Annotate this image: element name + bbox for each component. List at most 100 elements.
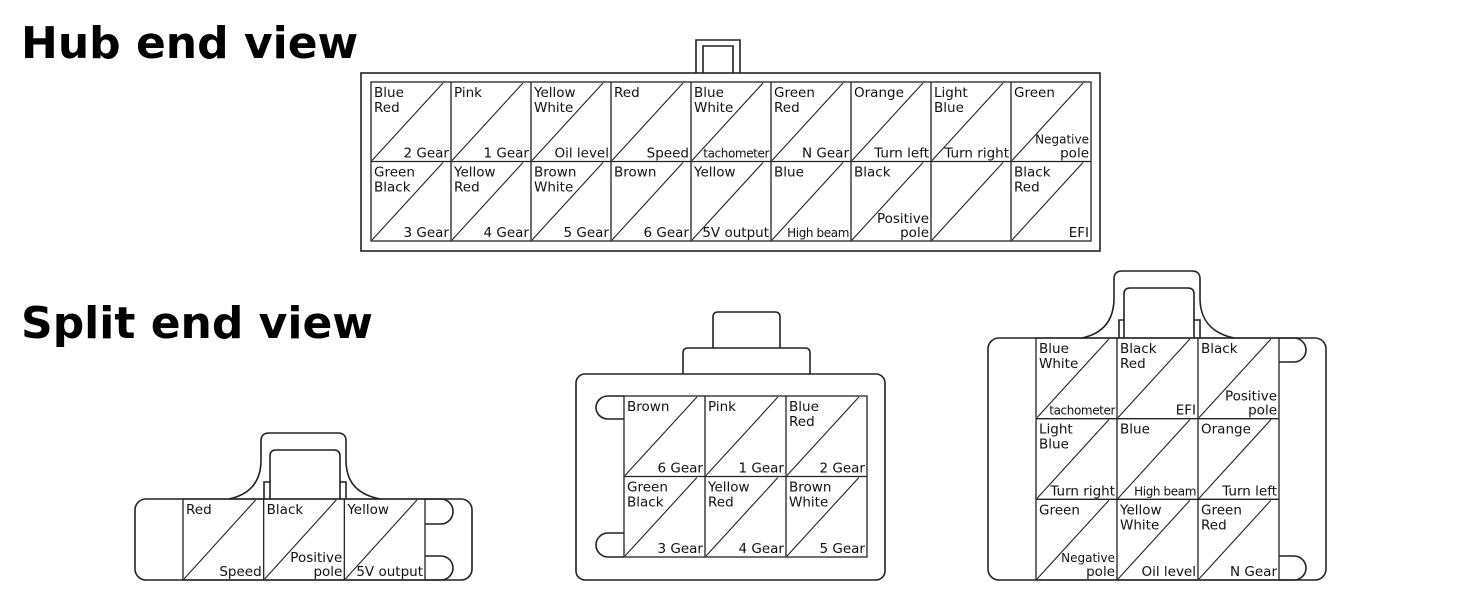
pin-cell-diagonal: [611, 82, 684, 161]
pin-function-label: Negative: [1035, 133, 1089, 147]
wire-color-label: Pink: [708, 399, 736, 415]
wire-color-label: Blue: [1120, 422, 1150, 438]
pin-function-label: Turn right: [1049, 483, 1115, 499]
wire-color-label: Light: [1039, 422, 1073, 438]
pin-function-label: Speed: [219, 564, 261, 580]
split-9pin-latch-posts: [1118, 319, 1201, 338]
wire-color-label: Green: [774, 85, 815, 101]
hub-outer-body: [360, 72, 1101, 252]
wire-color-label: Brown: [789, 480, 831, 496]
pin-function-label: 5V output: [356, 564, 423, 580]
wire-color-label: Blue: [1039, 341, 1069, 357]
pin-cell-diagonal: [1036, 338, 1110, 419]
wire-color-label: Yellow: [346, 502, 389, 518]
pin-cell-diagonal: [371, 82, 444, 161]
pin-function-label: 1 Gear: [739, 461, 785, 477]
wire-color-label: White: [789, 495, 828, 511]
pin-cell: Pink 1 Gear: [705, 396, 785, 477]
wire-color-label: Blue: [789, 399, 819, 415]
split-3pin-latch-inner: [269, 449, 341, 499]
pin-cell-diagonal: [786, 396, 860, 476]
split-9pin-latch-outer: [1081, 270, 1235, 339]
pin-function-label: N Gear: [1230, 564, 1277, 580]
split-9pin-key-top: [1279, 337, 1307, 363]
pin-cell-diagonal: [1036, 419, 1110, 499]
wire-color-label: Yellow: [1119, 502, 1162, 518]
pin-grid-border: [182, 498, 426, 581]
pin-cell-diagonal: [1198, 338, 1272, 419]
pin-cell-diagonal: [691, 162, 764, 241]
split-6pin-tab-upper: [712, 311, 781, 348]
split-9pin-latch-inner: [1123, 287, 1195, 338]
wire-color-label: Brown: [614, 165, 656, 181]
pin-function-label: tachometer: [1049, 404, 1115, 418]
pin-cell-diagonal: [1117, 338, 1191, 419]
wire-color-label: Green: [1201, 502, 1242, 518]
split-3pin-key-bottom: [425, 555, 454, 581]
pin-cell-diagonal: [931, 82, 1004, 161]
wire-color-label: Yellow: [453, 165, 496, 181]
pin-grid-border: [1035, 337, 1280, 581]
wire-color-label: Red: [708, 495, 734, 511]
pin-cell-diagonal: [1011, 82, 1084, 161]
pin-cell-diagonal: [531, 162, 604, 241]
wire-color-label: Red: [186, 502, 212, 518]
wire-color-label: White: [534, 180, 573, 196]
wire-color-label: Blue: [374, 85, 404, 101]
pin-cell-diagonal: [705, 396, 779, 476]
pin-cell-diagonal: [1198, 499, 1272, 580]
pin-function-label: Turn left: [873, 146, 929, 162]
wire-color-label: Black: [374, 180, 411, 196]
pin-function-label: 4 Gear: [484, 225, 530, 241]
split-6pin-key-top: [595, 395, 624, 420]
wire-color-label: Red: [1014, 180, 1040, 196]
wire-color-label: Red: [1201, 517, 1227, 533]
wire-color-label: White: [1120, 517, 1159, 533]
pin-function-label: 5V output: [702, 225, 769, 241]
hub-connector-housing: [360, 39, 1101, 252]
pin-function-label: Speed: [647, 146, 689, 162]
pin-function-label: 3 Gear: [658, 541, 704, 557]
pin-function-label: 2 Gear: [404, 146, 450, 162]
wire-color-label: White: [694, 100, 733, 116]
pin-cell-diagonal: [1117, 419, 1191, 499]
pin-function-label: High beam: [787, 226, 849, 240]
wire-color-label: Yellow: [707, 480, 750, 496]
pin-function-label: pole: [900, 225, 929, 241]
wire-color-label: Orange: [854, 85, 904, 101]
wire-color-label: Green: [627, 480, 668, 496]
pin-cell-diagonal: [451, 162, 524, 241]
wire-color-label: Red: [789, 414, 815, 430]
pin-function-label: Positive: [1225, 389, 1277, 405]
wire-color-label: Light: [934, 85, 968, 101]
wire-color-label: Black: [627, 495, 664, 511]
pin-cell-diagonal: [183, 499, 257, 580]
wire-color-label: Red: [1120, 356, 1146, 372]
pin-function-label: 5 Gear: [564, 225, 610, 241]
wire-color-label: Green: [1014, 85, 1055, 101]
pin-cell-diagonal: [1117, 499, 1191, 580]
wire-color-label: Green: [374, 165, 415, 181]
pin-function-label: EFI: [1069, 225, 1089, 241]
pin-cell-diagonal: [451, 82, 524, 161]
pin-function-label: N Gear: [802, 146, 849, 162]
wire-color-label: Red: [374, 100, 400, 116]
